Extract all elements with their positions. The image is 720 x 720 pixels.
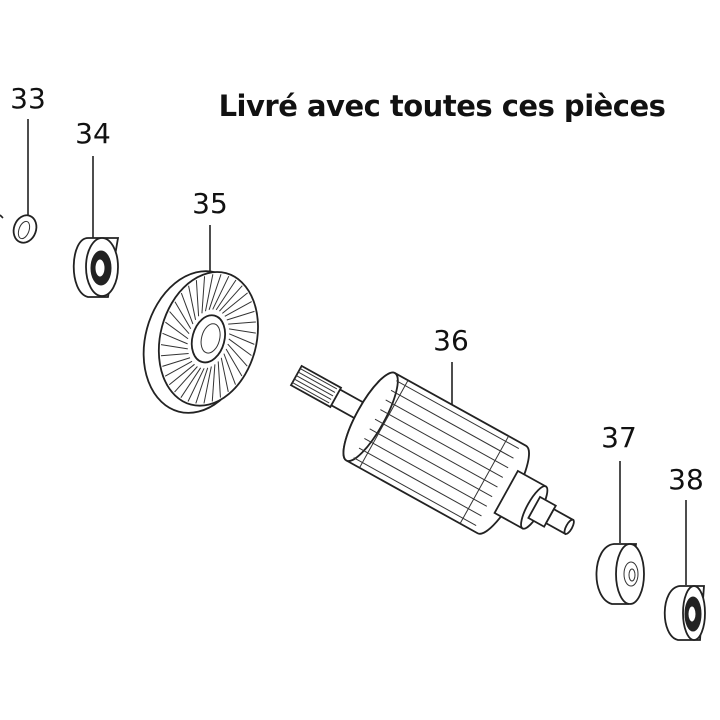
part-34-bearing	[72, 237, 120, 298]
part-label-37: 37	[601, 421, 637, 454]
part-label-33: 33	[10, 82, 46, 115]
part-label-35: 35	[192, 187, 228, 220]
part-38-bearing	[663, 585, 706, 641]
part-35-fan	[142, 270, 259, 414]
part-33-washer	[0, 214, 38, 244]
part-37-washer	[595, 543, 645, 605]
part-label-36: 36	[433, 324, 469, 357]
part-label-38: 38	[668, 463, 704, 496]
part-label-34: 34	[75, 117, 111, 150]
diagram-title: Livré avec toutes ces pièces	[219, 89, 666, 123]
part-36-armature	[289, 364, 575, 536]
